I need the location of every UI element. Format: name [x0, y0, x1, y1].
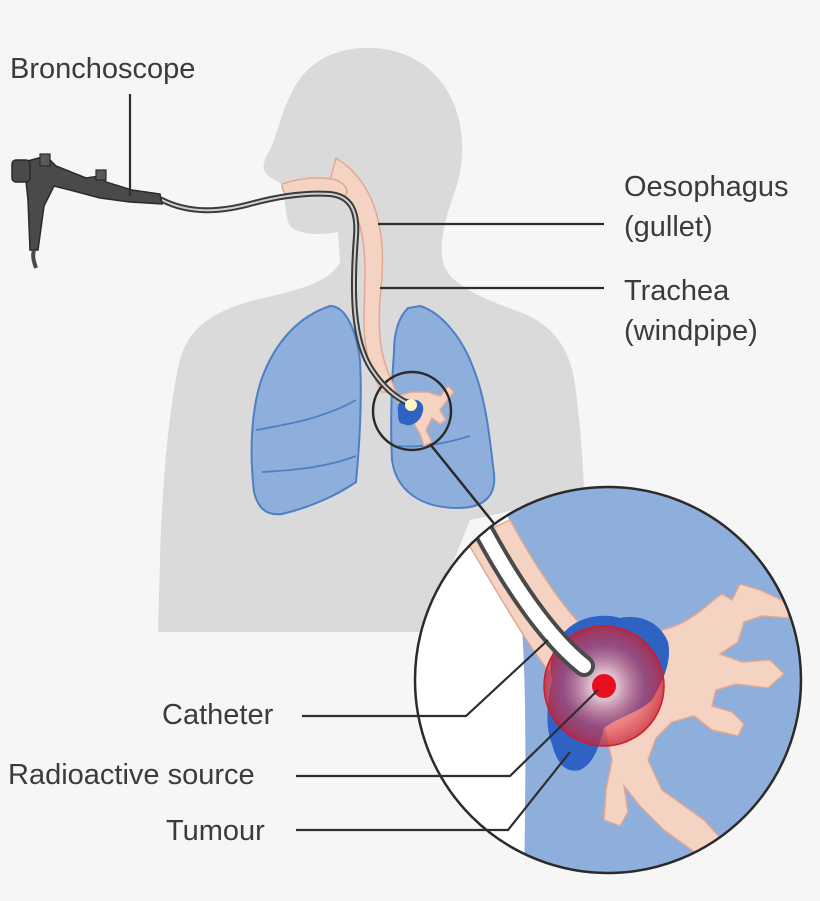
zoom-inset: [413, 485, 803, 875]
label-trachea-sub: (windpipe): [624, 315, 758, 347]
zoom-connector-upper: [429, 443, 497, 527]
magnifier-circle: [371, 370, 453, 452]
leader-tumour: [296, 751, 571, 832]
label-tumour: Tumour: [166, 815, 265, 847]
label-trachea: Trachea: [624, 275, 730, 307]
label-bronchoscope: Bronchoscope: [10, 53, 195, 85]
label-oesophagus-sub: (gullet): [624, 211, 713, 243]
left-lung: [250, 304, 362, 516]
radioactive-source: [592, 674, 616, 698]
label-catheter: Catheter: [162, 699, 274, 731]
leader-catheter: [302, 639, 549, 718]
leader-radioactive-source: [296, 689, 599, 778]
bronchoscope-handle: [11, 153, 163, 269]
label-radioactive-source: Radioactive source: [8, 759, 255, 791]
label-oesophagus: Oesophagus: [624, 171, 788, 203]
